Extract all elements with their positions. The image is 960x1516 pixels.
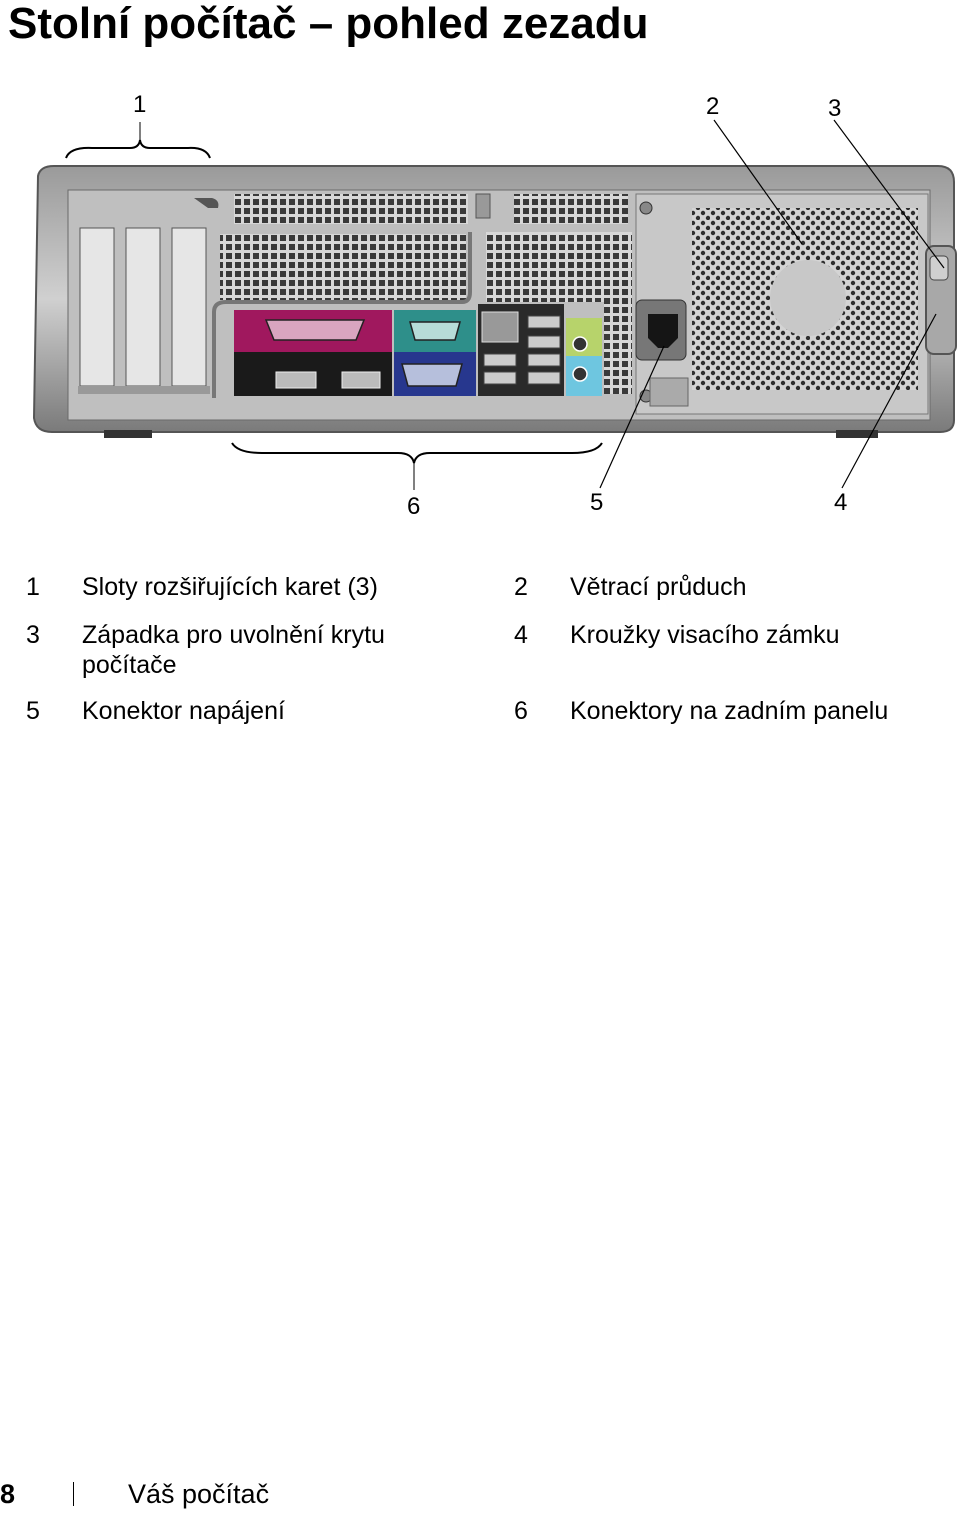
callout-1: 1 <box>133 91 146 118</box>
upper-right-vent <box>486 232 632 302</box>
usb-port <box>527 335 561 349</box>
page-title: Stolní počítač – pohled zezadu <box>8 0 649 48</box>
side-vent <box>604 302 632 394</box>
brace-expansion-slots <box>65 139 211 159</box>
cover-tab <box>475 193 491 219</box>
usb-port <box>527 315 561 329</box>
expansion-slot-3 <box>171 227 207 387</box>
usb-port <box>527 371 561 385</box>
brace-back-panel-connectors <box>231 442 603 464</box>
leader-line-5 <box>599 345 665 489</box>
foot-right <box>836 430 878 438</box>
legend-number: 1 <box>26 573 40 601</box>
parallel-port <box>264 319 366 341</box>
leader-line-3 <box>833 119 945 269</box>
leader-line-4 <box>841 313 937 489</box>
footer-separator <box>73 1482 74 1506</box>
network-connector <box>481 311 519 343</box>
legend-number: 2 <box>514 573 528 601</box>
expansion-slot-1 <box>79 227 115 387</box>
usb-port <box>483 371 517 385</box>
screw-icon <box>639 201 653 215</box>
callout-6: 6 <box>407 493 420 520</box>
serial-port <box>409 321 461 341</box>
slot-rail <box>78 386 210 394</box>
legend-number: 3 <box>26 621 40 649</box>
esata-connector <box>341 371 381 389</box>
page-number: 8 <box>0 1479 16 1509</box>
usb-port <box>483 353 517 367</box>
expansion-slot-2 <box>125 227 161 387</box>
top-vent-left <box>234 194 468 224</box>
legend-text: Konektor napájení <box>82 697 285 725</box>
legend-number: 6 <box>514 697 528 725</box>
legend-text: Západka pro uvolnění krytu počítače <box>82 621 385 679</box>
top-vent-right <box>514 194 628 224</box>
padlock-ring <box>929 255 949 281</box>
legend-number: 4 <box>514 621 528 649</box>
callout-3: 3 <box>828 95 841 122</box>
cable-guide <box>212 232 472 398</box>
computer-rear-illustration: 1 2 3 4 5 6 <box>32 91 957 520</box>
fan-hub <box>770 260 846 336</box>
audio-jack-icon <box>572 336 588 352</box>
legend-number: 5 <box>26 697 40 725</box>
latch-hook <box>194 198 219 208</box>
middle-vent <box>220 234 466 300</box>
section-name: Váš počítač <box>128 1479 270 1509</box>
audio-jack-icon <box>572 366 588 382</box>
legend-text: Kroužky visacího zámku <box>570 621 840 649</box>
legend-text: Konektory na zadním panelu <box>570 697 889 725</box>
usb-port <box>527 353 561 367</box>
vga-port <box>401 363 463 387</box>
displayport-connector <box>275 371 317 389</box>
leader-line-2 <box>713 119 803 245</box>
power-label-plate <box>649 377 689 407</box>
legend-text: Sloty rozšiřujících karet (3) <box>82 573 378 601</box>
legend-text: Větrací průduch <box>570 573 747 601</box>
power-connector <box>648 314 678 348</box>
callout-2: 2 <box>706 93 719 120</box>
foot-left <box>104 430 152 438</box>
callout-4: 4 <box>834 489 847 516</box>
callout-5: 5 <box>590 489 603 516</box>
